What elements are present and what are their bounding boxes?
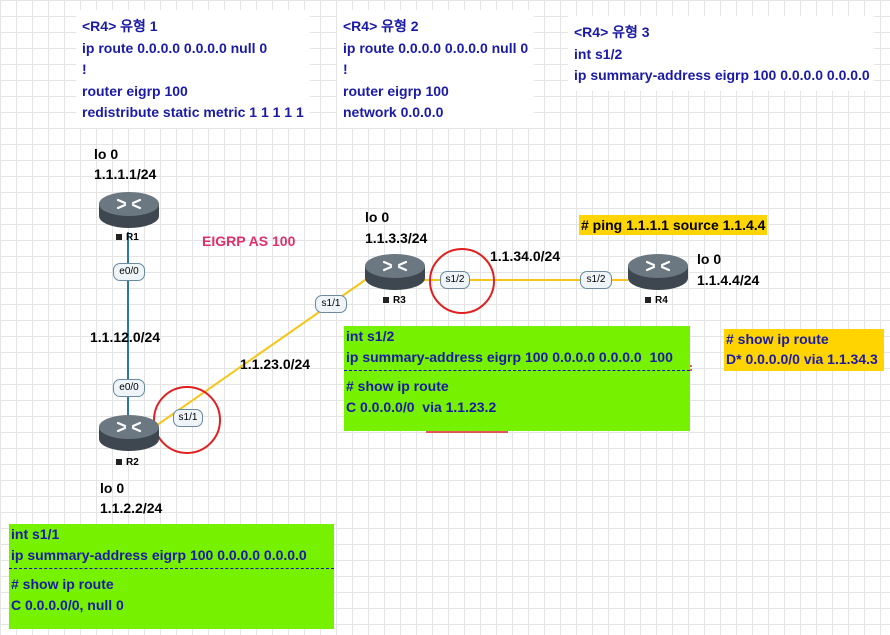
r4-type1-box: <R4> 유형 1 ip route 0.0.0.0 0.0.0.0 null … [76, 10, 310, 128]
r4-name: R4 [645, 295, 668, 306]
r4-lo-label: lo 0 [697, 251, 722, 267]
eigrp-as-label: EIGRP AS 100 [202, 233, 296, 249]
network-label: 1.1.23.0/24 [240, 356, 311, 372]
type1-line: router eigrp 100 [82, 82, 188, 99]
r2-config-line: int s1/1 [11, 526, 60, 542]
type2-line: router eigrp 100 [343, 82, 449, 99]
type2-title: <R4> 유형 2 [343, 18, 419, 34]
r3-name: R3 [383, 295, 406, 306]
router-icon[interactable] [98, 190, 160, 230]
r3-route-prefix: C 0.0.0.0/0 [346, 398, 415, 415]
r2-lo-ip: 1.1.2.2/24 [100, 500, 163, 516]
router-icon[interactable] [98, 413, 160, 453]
type1-line: ip route 0.0.0.0 0.0.0.0 null 0 [82, 39, 268, 56]
port-r3-s11[interactable]: s1/1 [315, 295, 347, 313]
r2-config-box: int s1/1 ip summary-address eigrp 100 0.… [9, 524, 334, 629]
port-r1-e00[interactable]: e0/0 [113, 263, 145, 281]
port-r2-e00[interactable]: e0/0 [113, 379, 145, 397]
r3-lo-ip: 1.1.3.3/24 [365, 230, 428, 246]
divider [9, 568, 334, 569]
r4-lo-ip: 1.1.4.4/24 [697, 272, 760, 288]
r1-name: R1 [116, 232, 139, 243]
r4-type3-box: <R4> 유형 3 int s1/2 ip summary-address ei… [568, 16, 874, 91]
r3-route-via: via 1.1.23.2 [422, 398, 497, 415]
r2-config-line: ip summary-address eigrp 100 0.0.0.0 0.0… [11, 546, 307, 563]
port-r4-s12[interactable]: s1/2 [580, 271, 612, 289]
router-icon[interactable] [627, 252, 689, 292]
r3-show-cmd: # show ip route [346, 378, 449, 394]
r3-summary-cmd: ip summary-address eigrp 100 0.0.0.0 0.0… [346, 348, 642, 365]
type1-title: <R4> 유형 1 [82, 18, 158, 34]
r3-config-line: int s1/2 [346, 328, 395, 344]
highlight-circle-r3-s12 [429, 248, 495, 314]
r3-summary-ad: 100 [649, 348, 673, 365]
r1-lo-ip: 1.1.1.1/24 [94, 166, 157, 182]
r3-config-line: ip summary-address eigrp 100 0.0.0.0 0.0… [344, 347, 690, 368]
r3-route-line: C 0.0.0.0/0 via 1.1.23.2 [344, 397, 690, 418]
type2-line: network 0.0.0.0 [343, 104, 444, 120]
router-icon[interactable] [364, 252, 426, 292]
port-r3-s12[interactable]: s1/2 [440, 271, 470, 289]
r2-name: R2 [116, 457, 139, 468]
type3-line: int s1/2 [574, 45, 623, 62]
r2-route-line: C 0.0.0.0/0, null 0 [11, 596, 124, 613]
r4-type2-box: <R4> 유형 2 ip route 0.0.0.0 0.0.0.0 null … [337, 10, 535, 128]
r1-lo-label: lo 0 [94, 146, 119, 162]
type2-line: ! [343, 61, 348, 77]
network-label: 1.1.34.0/24 [490, 248, 561, 264]
r3-config-box: int s1/2 ip summary-address eigrp 100 0.… [344, 326, 690, 431]
divider [344, 370, 690, 371]
r2-lo-label: lo 0 [100, 480, 125, 496]
type3-line: ip summary-address eigrp 100 0.0.0.0 0.0… [574, 67, 870, 83]
type2-line: ip route 0.0.0.0 0.0.0.0 null 0 [343, 39, 529, 56]
r3-lo-label: lo 0 [365, 209, 390, 225]
r4-show-box: # show ip route D* 0.0.0.0/0 via 1.1.34.… [724, 329, 884, 371]
r2-show-cmd: # show ip route [11, 576, 114, 592]
highlight-circle-r2-s11 [153, 386, 221, 454]
type1-line: ! [82, 61, 87, 77]
port-r2-s11[interactable]: s1/1 [173, 409, 203, 427]
type3-title: <R4> 유형 3 [574, 24, 650, 40]
type1-line: redistribute static metric 1 1 1 1 1 [82, 104, 304, 120]
r4-show-cmd: # show ip route [726, 331, 829, 347]
network-label: 1.1.12.0/24 [90, 329, 161, 345]
ping-note: # ping 1.1.1.1 source 1.1.4.4 [579, 215, 768, 235]
r4-route-line: D* 0.0.0.0/0 via 1.1.34.3 [726, 351, 878, 367]
